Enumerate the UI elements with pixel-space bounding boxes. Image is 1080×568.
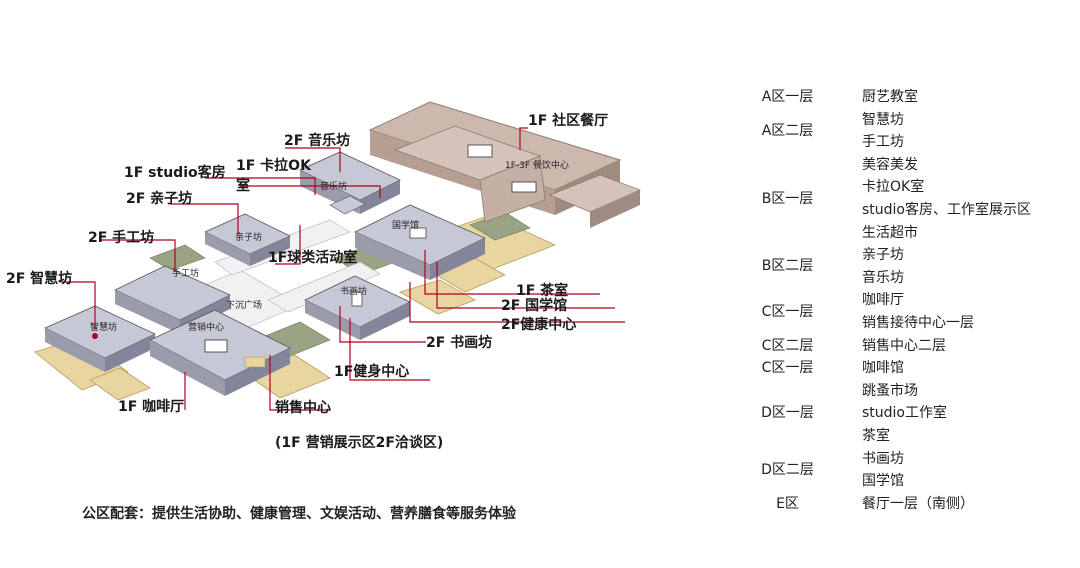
label-karaoke-room: 室 [236,178,250,194]
zone-label: B区一层 [761,190,814,207]
block-text-calli: 书画坊 [340,285,367,297]
label-karaoke: 1F 卡拉OK [236,158,311,174]
block-text-guoxue: 国学馆 [392,219,419,231]
zone-label: C区一层 [761,303,814,320]
footer-caption: 公区配套：提供生活协助、健康管理、文娱活动、营养膳食等服务体验 [82,506,516,522]
label-music-workshop: 2F 音乐坊 [284,133,351,149]
zone-row: E区 餐厅一层（南侧） [740,493,1060,516]
sales-block [149,309,291,396]
zone-item: studio工作室 [862,405,947,422]
zone-item: 音乐坊 [862,269,904,286]
block-text-wisdom: 智慧坊 [90,321,117,333]
zone-item: 销售中心二层 [862,337,946,354]
zone-row: C区一层 咖啡厅销售接待中心一层 [740,289,1060,334]
label-sales-note: (1F 营销展示区2F洽谈区) [275,435,444,451]
leader-lines [60,127,625,411]
zone-label: D区一层 [761,405,814,422]
label-ball-room: 1F球类活动室 [268,250,358,266]
block-text-music: 音乐坊 [320,180,347,192]
block-text-sales: 营销中心 [188,321,224,333]
zone-row: C区一层 咖啡馆 [740,357,1060,380]
label-community-restaurant: 1F 社区餐厅 [528,113,609,129]
zone-label: E区 [776,495,799,512]
zone-item: 书画坊 [862,450,904,467]
zone-item: 美容美发 [862,156,918,173]
zone-row: D区一层 跳蚤市场 studio工作室茶室 [740,380,1060,448]
label-studio-guestroom: 1F studio客房 [124,165,226,181]
block-text-dining: 1F-3F 餐饮中心 [505,159,569,171]
label-guoxue: 2F 国学馆 [501,298,568,314]
label-tea-room: 1F 茶室 [516,283,569,299]
label-parent-child: 2F 亲子坊 [126,191,193,207]
zone-row: B区一层 美容美发卡拉OK室 studio客房、工作室展示区生活超市 [740,154,1060,244]
label-gym: 1F健身中心 [334,364,410,380]
label-handcraft: 2F 手工坊 [88,230,155,246]
zone-label: B区二层 [761,258,814,275]
label-sales-center: 销售中心 [275,400,331,416]
axonometric-drawing: 1F-3F 餐饮中心 音乐坊 亲子坊 国学馆 手工坊 书画坊 下沉广场 智慧坊 … [34,101,642,411]
zone-item: 跳蚤市场 [862,382,918,399]
wisdom-block [44,305,156,372]
zone-label: A区一层 [761,89,814,105]
zone-item: 茶室 [862,427,890,444]
zone-row: A区一层 厨艺教室 [740,86,1060,109]
zone-table: A区一层 厨艺教室 A区二层 智慧坊手工坊 B区一层 美容美发卡拉OK室 studio客房、… [740,86,1060,515]
zone-item: 咖啡馆 [862,360,904,377]
zone-item: studio客房、工作室展示区 [862,201,1031,218]
zone-item: 厨艺教室 [862,89,918,105]
zone-row: B区二层 亲子坊音乐坊 [740,244,1060,289]
label-calligraphy: 2F 书画坊 [426,335,493,351]
zone-label: C区一层 [761,360,814,377]
zone-label: C区二层 [761,337,814,354]
dining-building [368,101,642,228]
block-text-plaza: 下沉广场 [226,299,262,311]
parent-block [204,213,291,266]
zone-row: D区二层 书画坊国学馆 [740,448,1060,493]
guoxue-block [354,204,486,280]
label-health-center: 2F健康中心 [501,317,577,333]
zone-item: 亲子坊 [862,247,904,264]
label-wisdom: 2F 智慧坊 [6,271,73,287]
zone-item: 智慧坊 [862,111,904,128]
zone-item: 卡拉OK室 [862,179,925,196]
calli-block [304,275,411,340]
zone-row: A区二层 智慧坊手工坊 [740,109,1060,154]
zone-item: 手工坊 [862,134,904,151]
block-text-hand: 手工坊 [172,267,199,279]
zone-item: 餐厅一层（南侧） [862,495,974,512]
zone-label: D区二层 [761,461,814,478]
zone-item: 销售接待中心一层 [862,314,974,331]
zone-item: 咖啡厅 [862,292,904,309]
zone-row: C区二层 销售中心二层 [740,335,1060,358]
zone-item: 生活超市 [862,224,918,241]
label-cafe: 1F 咖啡厅 [118,399,185,415]
zone-label: A区二层 [761,122,814,139]
site-axonometric-diagram: 1F-3F 餐饮中心 音乐坊 亲子坊 国学馆 手工坊 书画坊 下沉广场 智慧坊 … [6,101,642,451]
block-text-parent: 亲子坊 [235,231,262,243]
zone-item: 国学馆 [862,473,904,490]
